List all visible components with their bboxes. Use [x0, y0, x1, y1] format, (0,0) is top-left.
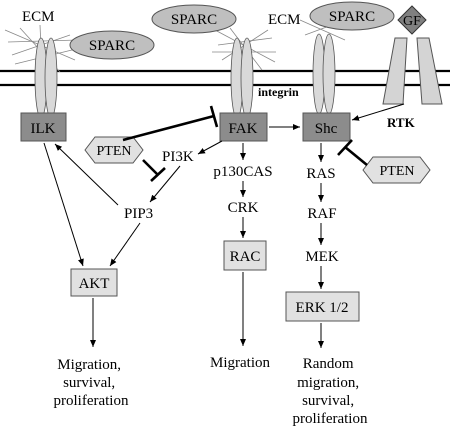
ilk-box: [20, 112, 67, 142]
gf-label: GF: [403, 14, 421, 29]
outcome-middle: Migration: [210, 355, 270, 371]
inhibit-pten-to-shc-bar: [337, 139, 353, 156]
fak-box: [219, 112, 268, 142]
activation-arrows: [43, 103, 405, 348]
outcome-left-line3: proliferation: [54, 393, 129, 409]
rac-label: RAC: [230, 249, 261, 265]
outcome-left-line1: Migration,: [57, 357, 121, 373]
pip3-label: PIP3: [124, 206, 153, 222]
mek-label: MEK: [305, 249, 339, 265]
sparc-ellipse-mid: [151, 4, 237, 34]
integrin-right: [312, 33, 336, 115]
shc-label: Shc: [315, 121, 338, 137]
akt-box: [70, 268, 118, 297]
outcome-right-line3: survival,: [302, 393, 354, 409]
ecm-label-left: ECM: [22, 9, 55, 25]
outcome-right: Random migration, survival, proliferatio…: [293, 356, 368, 427]
outcome-left-line2: survival,: [63, 375, 115, 391]
arrow-pip3-to-akt: [109, 222, 141, 267]
outcome-right-line4: proliferation: [293, 411, 368, 427]
pten-left-node: PTEN: [84, 136, 144, 164]
sparc-label-left: SPARC: [89, 38, 135, 54]
inhibit-pten-to-fak: [122, 114, 215, 142]
cell-membrane: [0, 69, 450, 87]
crk-label: CRK: [228, 200, 259, 216]
inhibit-pten-to-pip3-bar: [150, 167, 166, 182]
akt-label: AKT: [79, 276, 110, 292]
arrow-rtk-to-shc: [351, 103, 405, 121]
rac-box: [223, 240, 267, 271]
inhibit-pten-to-shc: [344, 145, 368, 167]
inhibit-pten-to-fak-bar: [209, 105, 219, 128]
pten-right-node: PTEN: [362, 156, 431, 184]
sparc-ellipse-right: [309, 1, 395, 31]
integrin-left: [34, 37, 58, 119]
sparc-label-right: SPARC: [329, 9, 375, 25]
outcome-left: Migration, survival, proliferation: [54, 357, 129, 409]
inhibit-pten-to-pip3: [142, 159, 159, 176]
shc-box: [302, 112, 351, 142]
integrin-mid: [230, 37, 254, 119]
rtk-label: RTK: [387, 115, 416, 130]
ilk-label: ILK: [31, 121, 56, 137]
sparc-label-mid: SPARC: [171, 12, 217, 28]
integrin-label: integrin: [258, 85, 299, 99]
rtk-receptor: [382, 37, 443, 105]
arrow-ilk-to-akt: [43, 142, 84, 267]
gf-ligand: GF: [397, 5, 427, 35]
p130cas-label: p130CAS: [213, 164, 272, 180]
arrow-pi3k-to-pip3: [149, 165, 181, 203]
inhibition-lines: [122, 105, 368, 182]
ras-label: RAS: [306, 166, 335, 182]
pten-right-label: PTEN: [380, 164, 415, 179]
sparc-ellipse-left: [69, 30, 155, 60]
arrow-fak-to-pi3k: [197, 140, 223, 155]
ecm-label-mid: ECM: [268, 12, 301, 28]
fak-label: FAK: [229, 121, 258, 137]
pten-left-label: PTEN: [97, 144, 132, 159]
erk-box: [285, 291, 360, 322]
arrow-pip3-to-ilk: [54, 143, 119, 206]
outcome-right-line1: Random: [303, 356, 354, 372]
outcome-middle-line1: Migration: [210, 355, 270, 371]
erk-label: ERK 1/2: [296, 300, 349, 316]
raf-label: RAF: [307, 206, 336, 222]
pi3k-label: PI3K: [162, 149, 194, 165]
outcome-right-line2: migration,: [297, 375, 359, 391]
